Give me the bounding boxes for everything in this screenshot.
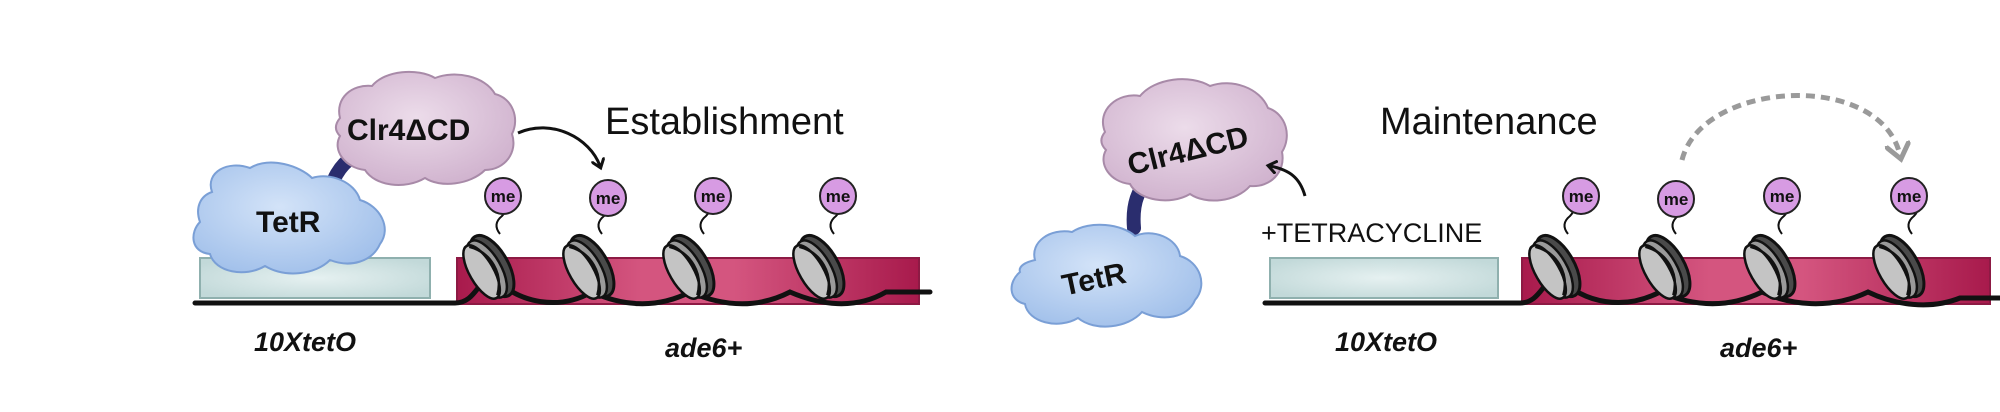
methyl-mark: me (1890, 177, 1928, 215)
tetr-label: TetR (256, 206, 321, 239)
maintenance-panel: TetR Clr4ΔCD +TETRACYCLINE Maintenance (1010, 78, 2000, 363)
gene-label: ade6+ (1720, 333, 1798, 363)
nucleosome (462, 233, 516, 300)
svg-text:me: me (1569, 187, 1594, 206)
operator-region-box (1269, 257, 1499, 299)
establishment-panel: me me me me TetR Clr4ΔCD Establishme (192, 70, 933, 363)
methyl-mark: me (1657, 180, 1695, 218)
tetr-protein: TetR (192, 161, 386, 275)
clr4-protein: Clr4ΔCD (1100, 78, 1288, 202)
nucleosome (792, 233, 846, 300)
establishment-title: Establishment (605, 101, 844, 143)
svg-text:me: me (1664, 190, 1689, 209)
svg-text:me: me (826, 187, 851, 206)
clr4-label: Clr4ΔCD (347, 114, 470, 147)
methyl-mark: me (694, 177, 732, 215)
clr4-protein: Clr4ΔCD (334, 70, 517, 186)
methyl-mark: me (1763, 177, 1801, 215)
tetr-protein: TetR (1010, 223, 1203, 328)
operator-label: 10XtetO (1335, 327, 1437, 357)
methyl-mark: me (1562, 177, 1600, 215)
svg-text:me: me (1897, 187, 1922, 206)
release-arrow (1270, 166, 1307, 197)
methyl-mark: me (819, 177, 857, 215)
svg-text:me: me (491, 187, 516, 206)
maintenance-arrow (1679, 93, 1900, 160)
operator-label: 10XtetO (254, 327, 356, 357)
svg-text:me: me (701, 187, 726, 206)
nucleosome (1638, 233, 1692, 300)
svg-text:me: me (1770, 187, 1795, 206)
nucleosome (1528, 233, 1582, 300)
methyl-mark: me (484, 177, 522, 215)
establishment-arrow (517, 126, 600, 166)
nucleosome (1872, 233, 1926, 300)
nucleosome (1743, 233, 1797, 300)
nucleosome (562, 233, 616, 300)
svg-text:me: me (596, 189, 621, 208)
maintenance-title: Maintenance (1380, 101, 1598, 143)
methyl-mark: me (589, 179, 627, 217)
gene-label: ade6+ (665, 333, 743, 363)
nucleosome (662, 233, 716, 300)
tetracycline-label: +TETRACYCLINE (1261, 218, 1482, 248)
